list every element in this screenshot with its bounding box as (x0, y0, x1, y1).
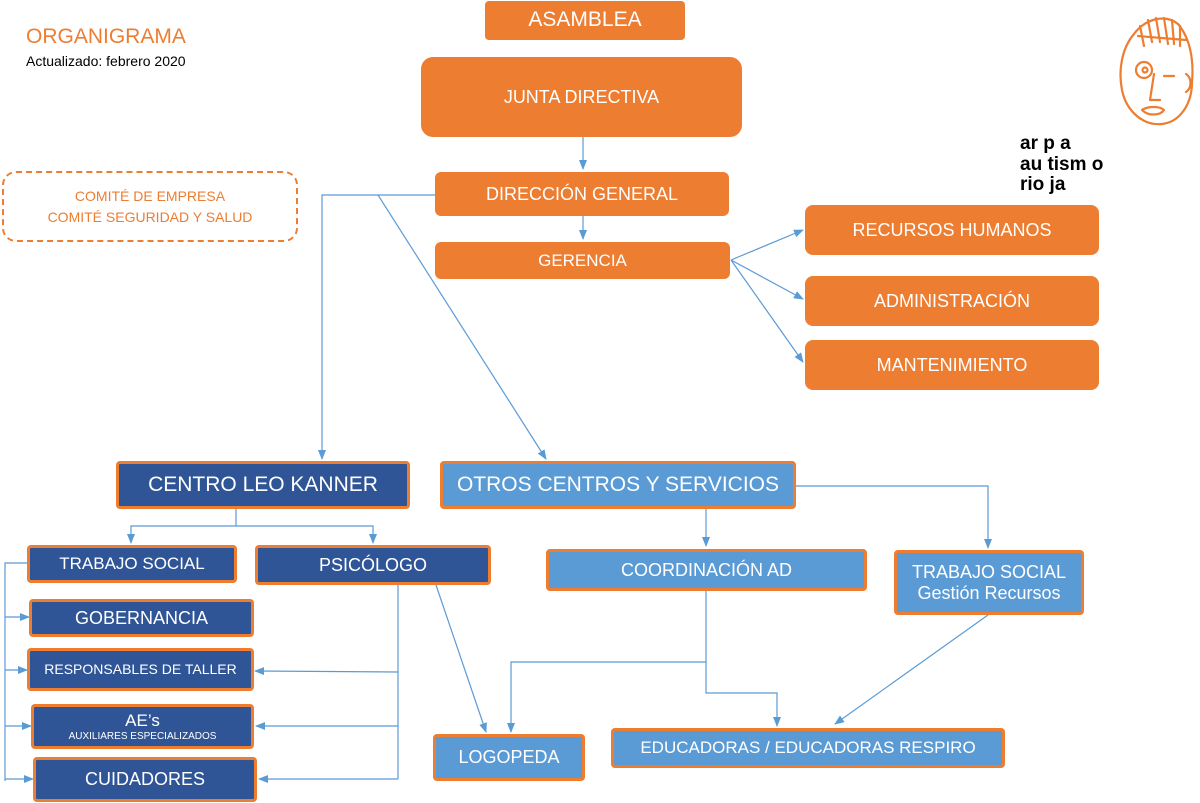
node-aes-sublabel: AUXILIARES ESPECIALIZADOS (68, 730, 217, 742)
logo-line-2: au tism o (1020, 153, 1104, 175)
node-trabajo-social-leo: TRABAJO SOCIAL (27, 545, 237, 583)
node-mantenimiento-label: MANTENIMIENTO (876, 354, 1028, 375)
committee-box: COMITÉ DE EMPRESA COMITÉ SEGURIDAD Y SAL… (2, 171, 298, 242)
connector-gerencia-admin (730, 259, 804, 300)
node-psicologo-label: PSICÓLOGO (318, 554, 428, 575)
page-title: ORGANIGRAMA (26, 25, 186, 48)
node-administracion: ADMINISTRACIÓN (805, 276, 1099, 326)
connector-direccion-leo (318, 194, 435, 460)
node-cuidadores: CUIDADORES (33, 757, 257, 802)
node-asamblea-label: ASAMBLEA (528, 8, 642, 32)
node-logopeda: LOGOPEDA (433, 734, 585, 781)
committee-line-1: COMITÉ DE EMPRESA (74, 188, 226, 205)
node-cuidadores-label: CUIDADORES (84, 769, 205, 790)
node-asamblea: ASAMBLEA (485, 1, 685, 40)
connector-ts-rail (4, 562, 27, 781)
node-administracion-label: ADMINISTRACIÓN (873, 290, 1030, 311)
logo-line-3: rio ja (1020, 174, 1066, 196)
connector-ts2-educ (834, 614, 989, 725)
connector-gerencia-rrhh (730, 229, 804, 261)
node-recursos-humanos-label: RECURSOS HUMANOS (852, 219, 1052, 240)
node-trabajo-social-gestion-sublabel: Gestión Recursos (917, 582, 1061, 603)
organization-logo-text: ar p a au tism o rio ja (1020, 133, 1104, 196)
connector-gerencia-mant (730, 259, 804, 363)
connector-leo-psico (236, 525, 377, 544)
updated-date: Actualizado: febrero 2020 (26, 53, 186, 69)
node-coordinacion-ad: COORDINACIÓN AD (546, 549, 867, 591)
node-coordinacion-ad-label: COORDINACIÓN AD (620, 559, 793, 580)
node-otros-centros: OTROS CENTROS Y SERVICIOS (440, 461, 796, 509)
node-gobernancia-label: GOBERNANCIA (74, 607, 209, 628)
node-centro-leo-kanner: CENTRO LEO KANNER (116, 461, 410, 509)
connector-leo-split (127, 508, 237, 544)
node-aes: AE’s AUXILIARES ESPECIALIZADOS (31, 704, 254, 749)
connector-coord-educ (705, 662, 781, 727)
node-responsables-taller-label: RESPONSABLES DE TALLER (44, 661, 237, 678)
node-trabajo-social-gestion: TRABAJO SOCIAL Gestión Recursos (894, 550, 1084, 615)
node-logopeda-label: LOGOPEDA (458, 747, 560, 768)
connector-otros-ts2 (796, 485, 992, 549)
node-gerencia-label: GERENCIA (538, 250, 627, 270)
node-aes-label: AE’s (125, 710, 160, 730)
node-psicologo: PSICÓLOGO (255, 545, 491, 585)
hand-drawn-face-icon (1119, 16, 1194, 126)
node-gerencia: GERENCIA (435, 242, 730, 279)
connector-coord-split (507, 591, 707, 733)
node-trabajo-social-leo-label: TRABAJO SOCIAL (59, 554, 205, 574)
node-mantenimiento: MANTENIMIENTO (805, 340, 1099, 390)
connector-psico-resp (254, 667, 399, 676)
node-otros-centros-label: OTROS CENTROS Y SERVICIOS (456, 472, 780, 496)
node-direccion-general: DIRECCIÓN GENERAL (435, 172, 729, 216)
node-educadoras: EDUCADORAS / EDUCADORAS RESPIRO (611, 728, 1005, 768)
node-educadoras-label: EDUCADORAS / EDUCADORAS RESPIRO (640, 738, 976, 758)
node-junta-directiva-label: JUNTA DIRECTIVA (503, 86, 660, 107)
node-centro-leo-kanner-label: CENTRO LEO KANNER (148, 472, 378, 496)
logo-line-1: ar p a (1020, 133, 1071, 154)
connector-direccion-otros (377, 194, 547, 460)
node-recursos-humanos: RECURSOS HUMANOS (805, 205, 1099, 255)
node-direccion-general-label: DIRECCIÓN GENERAL (485, 183, 679, 204)
committee-line-2: COMITÉ SEGURIDAD Y SALUD (47, 208, 253, 225)
node-responsables-taller: RESPONSABLES DE TALLER (27, 648, 254, 691)
node-junta-directiva: JUNTA DIRECTIVA (421, 57, 742, 137)
node-gobernancia: GOBERNANCIA (29, 599, 254, 637)
node-trabajo-social-gestion-label: TRABAJO SOCIAL (911, 561, 1067, 582)
connector-psico-logopeda (435, 584, 487, 733)
